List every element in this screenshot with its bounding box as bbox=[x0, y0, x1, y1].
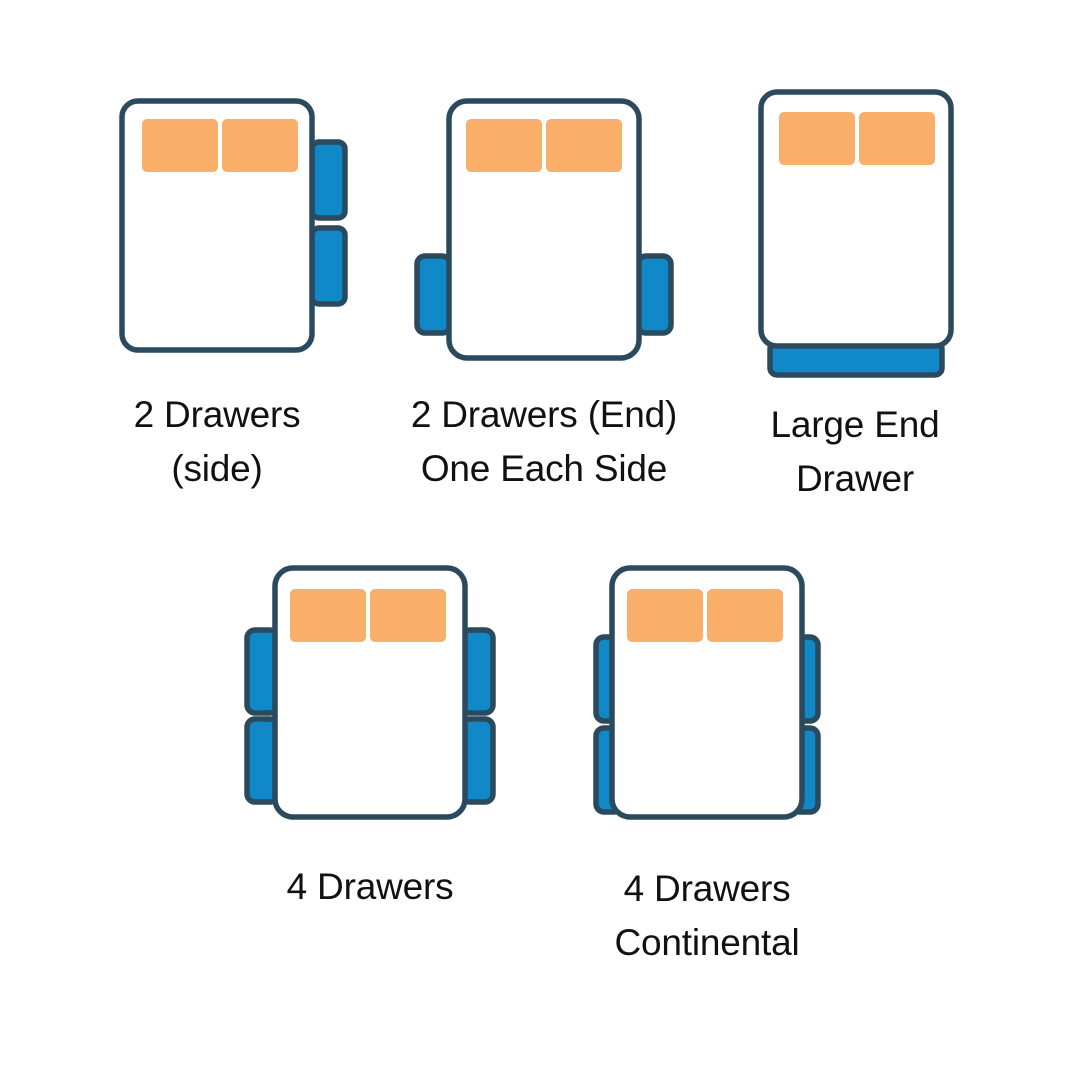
pillow-1-icon bbox=[290, 589, 366, 642]
bed-label-two-drawers-side: 2 Drawers (side) bbox=[133, 394, 301, 490]
pillow-2-icon bbox=[707, 589, 783, 642]
bed-label-four-drawers: 4 Drawers bbox=[286, 866, 454, 907]
bed-diagram-four-drawers[interactable] bbox=[241, 562, 499, 823]
pillow-2-icon bbox=[222, 119, 298, 172]
drawer-1-icon[interactable] bbox=[414, 253, 453, 336]
pillow-1-icon bbox=[627, 589, 703, 642]
pillow-1-icon bbox=[466, 119, 542, 172]
bed-diagram-two-drawers-end-one-each-side[interactable] bbox=[411, 95, 677, 364]
bed-label-two-drawers-end-one-each-side: 2 Drawers (End) One Each Side bbox=[410, 394, 678, 490]
bed-diagram-large-end-drawer[interactable] bbox=[755, 86, 957, 381]
pillow-2-icon bbox=[370, 589, 446, 642]
bed-diagram-four-drawers-continental[interactable] bbox=[590, 562, 824, 823]
drawer-1-icon[interactable] bbox=[309, 139, 348, 221]
pillow-1-icon bbox=[142, 119, 218, 172]
pillow-2-icon bbox=[859, 112, 935, 165]
bed-diagram-two-drawers-side[interactable] bbox=[116, 95, 351, 356]
pillow-1-icon bbox=[779, 112, 855, 165]
pillow-2-icon bbox=[546, 119, 622, 172]
drawer-2-icon[interactable] bbox=[635, 253, 674, 336]
bed-label-large-end-drawer: Large End Drawer bbox=[770, 404, 940, 500]
bed-label-four-drawers-continental: 4 Drawers Continental bbox=[614, 868, 800, 964]
drawer-2-icon[interactable] bbox=[309, 225, 348, 307]
